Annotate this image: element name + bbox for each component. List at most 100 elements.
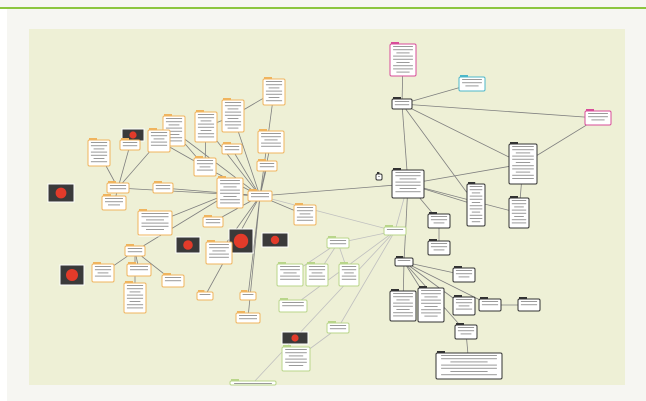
mindmap-node[interactable] bbox=[278, 298, 308, 313]
mindmap-node[interactable] bbox=[216, 176, 244, 209]
mindmap-node[interactable] bbox=[452, 266, 476, 283]
mindmap-node[interactable] bbox=[383, 225, 407, 236]
mindmap-node[interactable] bbox=[427, 239, 451, 256]
node-text-line bbox=[441, 364, 497, 366]
mindmap-node[interactable] bbox=[124, 244, 146, 257]
node-text-line bbox=[396, 71, 410, 73]
node-tab bbox=[195, 156, 203, 158]
mindmap-node[interactable] bbox=[452, 295, 476, 316]
mindmap-node[interactable] bbox=[508, 196, 530, 229]
mindmap-node[interactable] bbox=[147, 128, 171, 153]
node-tab bbox=[454, 266, 462, 268]
mindmap-node[interactable] bbox=[478, 297, 502, 312]
mindmap-node[interactable] bbox=[126, 262, 152, 277]
node-text-line bbox=[481, 304, 499, 306]
mindmap-node[interactable] bbox=[517, 297, 541, 312]
node-text-line bbox=[209, 253, 229, 255]
node-text-line bbox=[146, 229, 164, 230]
mindmap-node[interactable] bbox=[508, 142, 538, 185]
mindmap-node[interactable] bbox=[196, 290, 214, 301]
mindmap-node[interactable] bbox=[391, 97, 413, 110]
mindmap-node[interactable] bbox=[247, 189, 273, 202]
mindmap-node[interactable] bbox=[106, 181, 130, 194]
mindmap-node[interactable] bbox=[417, 286, 445, 323]
node-text-line bbox=[109, 188, 127, 190]
node-text-line bbox=[421, 302, 441, 304]
node-box bbox=[101, 195, 127, 211]
mindmap-node[interactable] bbox=[281, 345, 311, 372]
thumbnail-subject bbox=[55, 187, 67, 199]
node-box bbox=[338, 263, 360, 287]
mindmap-node[interactable] bbox=[389, 289, 417, 322]
mindmap-node[interactable] bbox=[435, 351, 503, 380]
node-text-line bbox=[450, 371, 488, 372]
mindmap-node[interactable] bbox=[454, 323, 478, 340]
mindmap-node[interactable] bbox=[394, 256, 414, 267]
mindmap-node[interactable] bbox=[235, 311, 261, 324]
mindmap-node[interactable] bbox=[87, 138, 111, 167]
mindmap-node[interactable] bbox=[293, 203, 317, 226]
node-text-line bbox=[462, 79, 482, 80]
connector-d2-d5 bbox=[407, 183, 520, 214]
mindmap-node[interactable] bbox=[262, 77, 286, 106]
mindmap-node[interactable] bbox=[256, 159, 278, 172]
mindmap-node[interactable] bbox=[205, 240, 233, 265]
mindmap-node[interactable] bbox=[194, 110, 218, 143]
node-text-line bbox=[168, 134, 180, 135]
node-box bbox=[124, 245, 146, 257]
mindmap-node[interactable] bbox=[326, 236, 350, 249]
mindmap-node[interactable] bbox=[221, 98, 245, 133]
node-text-line bbox=[396, 62, 410, 63]
mindmap-node[interactable] bbox=[91, 262, 115, 283]
node-text-line bbox=[421, 309, 441, 311]
mindmap-node[interactable] bbox=[229, 379, 277, 386]
mindmap-node[interactable] bbox=[161, 273, 185, 288]
mindmap-node[interactable] bbox=[466, 182, 486, 227]
thumbnail-subject bbox=[233, 233, 249, 249]
mindmap-node[interactable] bbox=[137, 209, 173, 236]
node-text-line bbox=[341, 275, 357, 277]
mindmap-node[interactable] bbox=[458, 75, 486, 92]
mindmap-node[interactable] bbox=[389, 42, 417, 77]
node-text-line bbox=[511, 219, 527, 221]
mindmap-node[interactable] bbox=[584, 109, 612, 126]
node-text-line bbox=[471, 192, 481, 194]
node-text-line bbox=[141, 213, 169, 214]
node-text-line bbox=[224, 121, 242, 123]
mindmap-node[interactable] bbox=[257, 129, 285, 154]
mindmap-node[interactable] bbox=[202, 215, 224, 228]
mindmap-node[interactable] bbox=[276, 262, 304, 287]
node-text-line bbox=[223, 186, 237, 188]
node-tab bbox=[163, 273, 171, 275]
mindmap-node[interactable] bbox=[123, 281, 147, 314]
node-text-line bbox=[430, 243, 448, 244]
mindmap-node[interactable] bbox=[427, 212, 451, 229]
node-tab bbox=[295, 203, 303, 205]
node-tab bbox=[468, 182, 476, 184]
node-text-line bbox=[296, 210, 314, 212]
node-box bbox=[239, 291, 257, 301]
mindmap-node[interactable] bbox=[338, 262, 360, 287]
node-text-line bbox=[224, 102, 242, 103]
node-tab bbox=[456, 323, 464, 325]
mindmap-node[interactable] bbox=[193, 156, 217, 177]
node-text-line bbox=[94, 269, 112, 271]
mindmap-node[interactable] bbox=[221, 142, 243, 155]
mindmap-node[interactable] bbox=[305, 262, 329, 287]
mindmap-node[interactable] bbox=[101, 194, 127, 211]
node-text-line bbox=[150, 132, 168, 133]
node-text-line bbox=[471, 221, 481, 223]
mindmap-node[interactable] bbox=[375, 172, 383, 181]
node-tab bbox=[460, 75, 468, 77]
node-text-line bbox=[261, 145, 281, 147]
node-text-line bbox=[280, 275, 300, 277]
mindmap-node[interactable] bbox=[326, 321, 350, 334]
node-text-line bbox=[212, 250, 226, 252]
mindmap-node[interactable] bbox=[152, 181, 174, 194]
mindmap-node[interactable] bbox=[119, 138, 141, 151]
mindmap-node[interactable] bbox=[239, 290, 257, 301]
node-text-line bbox=[146, 219, 164, 221]
node-text-line bbox=[196, 163, 214, 165]
mindmap-node[interactable] bbox=[391, 168, 425, 199]
node-text-line bbox=[515, 171, 531, 173]
